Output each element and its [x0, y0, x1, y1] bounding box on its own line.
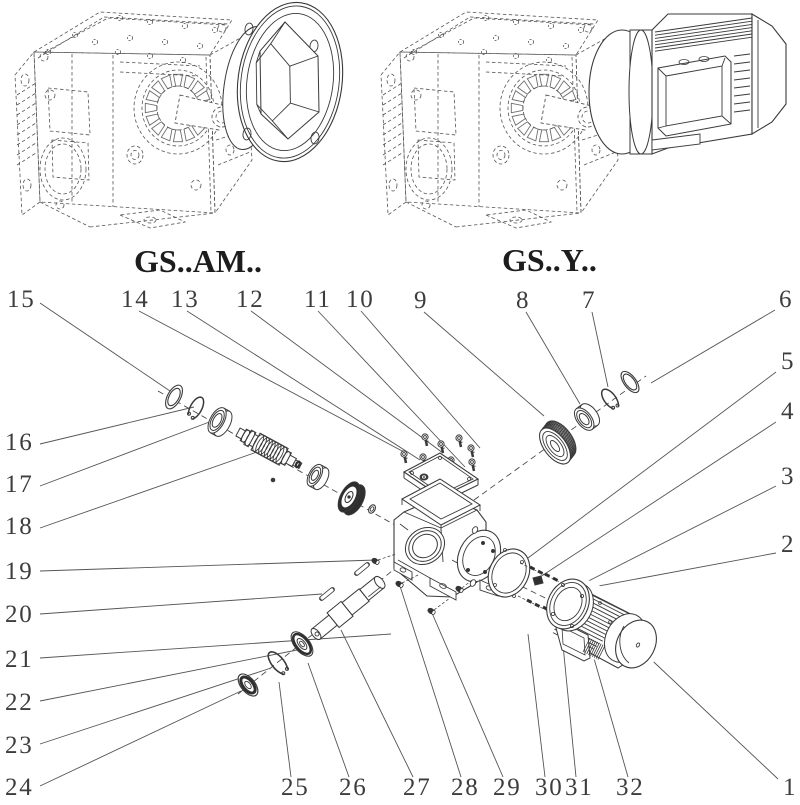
svg-text:32: 32: [616, 774, 645, 800]
svg-text:17: 17: [5, 471, 34, 498]
svg-text:24: 24: [5, 774, 34, 800]
svg-text:23: 23: [5, 732, 34, 759]
svg-text:15: 15: [7, 286, 36, 313]
svg-text:20: 20: [5, 601, 34, 628]
svg-text:6: 6: [779, 286, 793, 313]
svg-text:2: 2: [781, 531, 795, 558]
svg-text:7: 7: [582, 287, 596, 314]
svg-text:GS..AM..: GS..AM..: [134, 243, 262, 279]
svg-text:5: 5: [781, 348, 795, 375]
svg-text:12: 12: [236, 286, 265, 313]
svg-text:9: 9: [414, 287, 428, 314]
svg-text:14: 14: [121, 286, 150, 313]
svg-text:4: 4: [781, 398, 795, 425]
svg-text:27: 27: [403, 774, 432, 800]
svg-text:1: 1: [783, 774, 797, 800]
svg-text:25: 25: [281, 774, 310, 800]
svg-text:10: 10: [346, 286, 375, 313]
svg-text:13: 13: [171, 286, 200, 313]
svg-text:21: 21: [5, 646, 34, 673]
svg-text:26: 26: [339, 774, 368, 800]
svg-text:8: 8: [516, 287, 530, 314]
svg-text:19: 19: [5, 558, 34, 585]
svg-text:3: 3: [781, 463, 795, 490]
svg-text:22: 22: [5, 689, 34, 716]
svg-text:31: 31: [565, 774, 594, 800]
svg-text:28: 28: [451, 774, 480, 800]
svg-text:30: 30: [535, 774, 564, 800]
svg-text:11: 11: [304, 286, 332, 313]
svg-text:GS..Y..: GS..Y..: [502, 242, 597, 278]
svg-text:18: 18: [5, 513, 34, 540]
svg-text:29: 29: [493, 774, 522, 800]
svg-text:16: 16: [5, 429, 34, 456]
